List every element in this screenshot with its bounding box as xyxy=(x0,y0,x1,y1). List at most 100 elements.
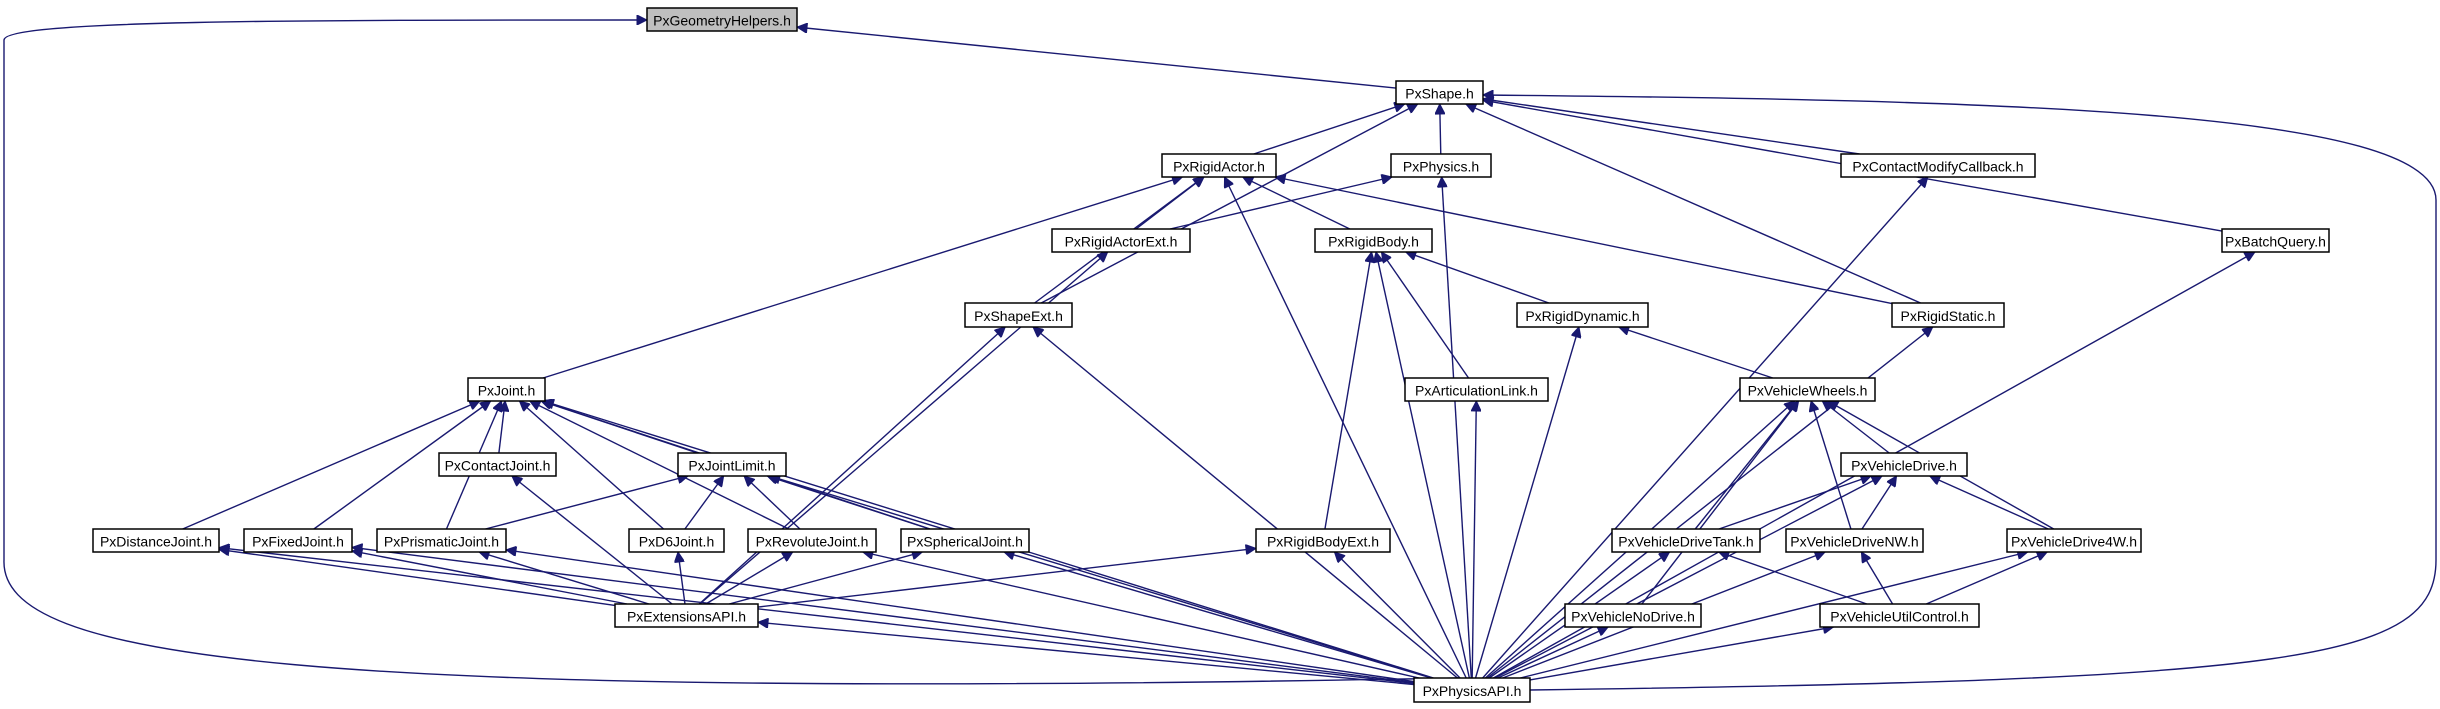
edge-physapi-to-vdrive4w xyxy=(1520,552,2027,679)
node-shape[interactable]: PxShape.h xyxy=(1395,80,1484,105)
node-label: PxRigidActor.h xyxy=(1173,159,1265,175)
edge-extapi-to-distjoint xyxy=(219,549,616,607)
node-vutilctrl[interactable]: PxVehicleUtilControl.h xyxy=(1819,603,1980,628)
node-d6joint[interactable]: PxD6Joint.h xyxy=(628,528,725,553)
node-vdrivetank[interactable]: PxVehicleDriveTank.h xyxy=(1611,528,1761,553)
edge-extapi-to-rigidbodyext xyxy=(757,548,1256,608)
node-box xyxy=(1891,302,2005,328)
edge-rigidstatic-to-rigidactor xyxy=(1275,177,1893,305)
node-label: PxContactJoint.h xyxy=(445,458,551,474)
node-box xyxy=(92,528,220,553)
edge-rigidactorext-to-physics xyxy=(1169,177,1392,230)
node-geom[interactable]: PxGeometryHelpers.h xyxy=(646,7,798,32)
node-label: PxShape.h xyxy=(1405,86,1474,102)
node-box xyxy=(1413,677,1531,703)
node-vdrive[interactable]: PxVehicleDrive.h xyxy=(1840,452,1968,477)
node-label: PxContactModifyCallback.h xyxy=(1852,159,2023,175)
node-extapi[interactable]: PxExtensionsAPI.h xyxy=(614,603,759,628)
node-rigidbody[interactable]: PxRigidBody.h xyxy=(1314,228,1433,253)
node-rigidactorext[interactable]: PxRigidActorExt.h xyxy=(1051,228,1191,253)
edge-extapi-to-rigidactorext xyxy=(699,252,1108,605)
edge-vutilctrl-to-vdrive4w xyxy=(1925,552,2047,605)
edge-physapi-to-shapeext xyxy=(1033,327,1458,679)
node-label: PxVehicleDriveNW.h xyxy=(1790,534,1918,550)
edge-d6joint-to-jointlimit xyxy=(684,476,724,530)
node-label: PxBatchQuery.h xyxy=(2225,234,2326,250)
node-vwheels[interactable]: PxVehicleWheels.h xyxy=(1739,377,1876,402)
node-physapi[interactable]: PxPhysicsAPI.h xyxy=(1413,677,1531,703)
node-label: PxFixedJoint.h xyxy=(252,534,344,550)
node-prisjoint[interactable]: PxPrismaticJoint.h xyxy=(376,528,507,553)
node-box xyxy=(1404,377,1549,402)
edge-shape-to-geom xyxy=(797,27,1397,89)
edge-physapi-to-rigidstatic xyxy=(1486,327,1933,679)
node-vdrive4w[interactable]: PxVehicleDrive4W.h xyxy=(2006,528,2142,553)
node-box xyxy=(1255,528,1391,553)
edge-joint-to-rigidactor xyxy=(542,177,1182,379)
edge-vutilctrl-to-vdrivetank xyxy=(1719,552,1867,605)
node-box xyxy=(1516,302,1649,328)
node-box xyxy=(467,377,546,402)
node-box xyxy=(1819,603,1980,628)
edge-extapi-to-shapeext xyxy=(698,327,1005,605)
node-contactmod[interactable]: PxContactModifyCallback.h xyxy=(1840,153,2036,178)
edge-distjoint-to-joint xyxy=(182,401,480,530)
edge-revjoint-to-joint xyxy=(530,400,790,530)
node-vdrivenw[interactable]: PxVehicleDriveNW.h xyxy=(1785,528,1924,553)
node-rigidstatic[interactable]: PxRigidStatic.h xyxy=(1891,302,2005,328)
node-label: PxArticulationLink.h xyxy=(1415,383,1538,399)
edge-physapi-to-vutilctrl xyxy=(1529,627,1834,681)
node-box xyxy=(1395,80,1484,105)
edge-physapi-to-distjoint xyxy=(219,548,1415,685)
node-joint[interactable]: PxJoint.h xyxy=(467,377,546,402)
node-rigiddynamic[interactable]: PxRigidDynamic.h xyxy=(1516,302,1649,328)
edge-rigidactor-to-shape xyxy=(1253,104,1405,155)
node-sphjoint[interactable]: PxSphericalJoint.h xyxy=(900,528,1030,553)
node-label: PxVehicleUtilControl.h xyxy=(1830,609,1969,625)
node-label: PxRevoluteJoint.h xyxy=(756,534,869,550)
edge-extapi-to-fixedjoint xyxy=(352,551,628,605)
edge-vutilctrl-to-vdrivenw xyxy=(1860,552,1894,605)
node-label: PxPhysics.h xyxy=(1403,159,1479,175)
node-label: PxVehicleWheels.h xyxy=(1748,383,1868,399)
node-label: PxSphericalJoint.h xyxy=(907,534,1023,550)
edge-physapi-to-vdrive xyxy=(1494,475,1882,679)
node-box xyxy=(1840,452,1968,477)
edge-rigiddynamic-to-rigidbody xyxy=(1406,252,1550,304)
node-rigidbodyext[interactable]: PxRigidBodyExt.h xyxy=(1255,528,1391,553)
node-physics[interactable]: PxPhysics.h xyxy=(1390,153,1492,178)
node-label: PxExtensionsAPI.h xyxy=(627,609,746,625)
edge-vdrivenw-to-vwheels xyxy=(1811,401,1852,530)
node-box xyxy=(646,7,798,32)
edge-physapi-to-rigiddynamic xyxy=(1474,327,1579,679)
node-label: PxRigidBody.h xyxy=(1328,234,1419,250)
node-rigidactor[interactable]: PxRigidActor.h xyxy=(1161,153,1277,178)
node-label: PxD6Joint.h xyxy=(639,534,714,550)
node-box xyxy=(1564,603,1702,628)
node-jointlimit[interactable]: PxJointLimit.h xyxy=(677,452,787,477)
node-label: PxVehicleNoDrive.h xyxy=(1571,609,1695,625)
node-box xyxy=(1739,377,1876,402)
edge-physapi-to-extapi xyxy=(758,622,1415,686)
node-artlink[interactable]: PxArticulationLink.h xyxy=(1404,377,1549,402)
node-fixedjoint[interactable]: PxFixedJoint.h xyxy=(243,528,353,553)
node-revjoint[interactable]: PxRevoluteJoint.h xyxy=(747,528,877,553)
edge-physapi-to-rigidactor xyxy=(1225,177,1467,679)
edge-extapi-to-contactjoint xyxy=(512,476,673,605)
edge-revjoint-to-jointlimit xyxy=(744,476,801,530)
node-label: PxVehicleDrive.h xyxy=(1851,458,1957,474)
node-box xyxy=(1840,153,2036,178)
node-vnodrive[interactable]: PxVehicleNoDrive.h xyxy=(1564,603,1702,628)
node-label: PxVehicleDrive4W.h xyxy=(2011,534,2137,550)
edge-fixedjoint-to-joint xyxy=(313,401,491,530)
node-batchquery[interactable]: PxBatchQuery.h xyxy=(2221,228,2330,253)
node-distjoint[interactable]: PxDistanceJoint.h xyxy=(92,528,220,553)
node-box xyxy=(628,528,725,553)
node-shapeext[interactable]: PxShapeExt.h xyxy=(964,302,1073,328)
edge-vdrivetank-to-vwheels xyxy=(1694,401,1798,530)
node-contactjoint[interactable]: PxContactJoint.h xyxy=(438,452,557,477)
edge-extapi-to-d6joint xyxy=(678,552,686,605)
node-label: PxPhysicsAPI.h xyxy=(1423,683,1522,699)
node-box xyxy=(747,528,877,553)
